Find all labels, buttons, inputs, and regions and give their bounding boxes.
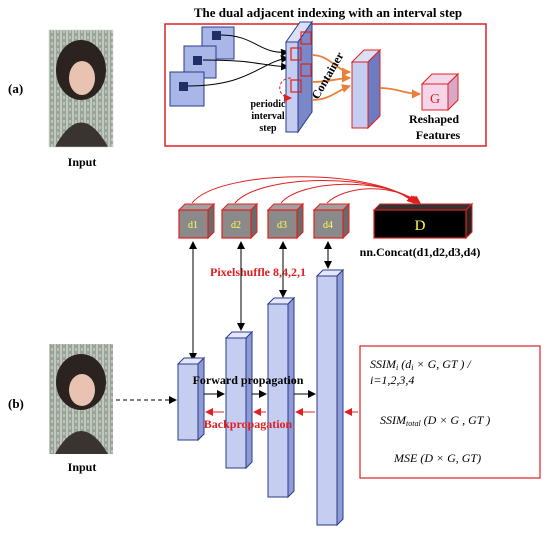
loss-line-2: i=1,2,3,4 (370, 373, 414, 387)
loss-line-1: SSIMi (di × G, GT ) / (370, 357, 472, 372)
column-4 (315, 268, 345, 527)
concat-d-box (372, 202, 474, 240)
d-label: D (415, 218, 426, 234)
feature-patches (169, 26, 235, 107)
cube-label-d1: d1 (188, 220, 198, 231)
forward-label: Forward propagation (193, 373, 304, 387)
reshaped-slab (350, 48, 382, 130)
cube-d1: d1 (177, 202, 216, 240)
cube-label-d2: d2 (231, 220, 241, 231)
cube-d2: d2 (220, 202, 259, 240)
cube-d3: d3 (266, 202, 305, 240)
periodic-label-3: step (259, 123, 277, 134)
cube-label-d4: d4 (323, 220, 333, 231)
orange-flows (311, 54, 351, 101)
to-g-arrow (379, 87, 421, 99)
reshaped-label-2: Features (416, 128, 461, 142)
reshaped-label-1: Reshaped (409, 112, 459, 126)
input-image-a (48, 29, 114, 148)
backprop-label: Backpropagation (204, 417, 293, 431)
cube-column-links (189, 241, 332, 361)
concat-arcs (191, 176, 421, 204)
periodic-label-1: periodic (251, 99, 287, 110)
index-boxes (290, 31, 312, 93)
input-label-b: Input (68, 460, 97, 474)
periodic-arc (279, 77, 292, 102)
loss-line-4: MSE (D × G, GT) (393, 451, 481, 465)
cube-label-d3: d3 (277, 220, 287, 231)
g-label: G (430, 92, 440, 107)
input-label-a: Input (68, 155, 97, 169)
patch-connectors (187, 34, 289, 87)
periodic-label-2: interval (251, 111, 285, 122)
container-slab (285, 20, 313, 134)
input-image-b (49, 344, 113, 454)
g-cube (420, 72, 460, 112)
column-2 (224, 330, 254, 470)
panel-a-label: (a) (8, 81, 23, 96)
column-3 (266, 296, 296, 499)
panel-a-frame (164, 23, 487, 147)
concat-label: nn.Concat(d1,d2,d3,d4) (360, 245, 481, 259)
panel-a-title: The dual adjacent indexing with an inter… (194, 5, 462, 20)
loss-line-3: SSIMtotal (D × G , GT ) (380, 413, 490, 428)
container-label: Container (308, 49, 346, 102)
loss-box (359, 345, 541, 479)
cube-d4: d4 (312, 202, 351, 240)
column-1 (176, 356, 206, 442)
pixelshuffle-label: Pixelshuffle 8,4,2,1 (210, 265, 306, 279)
panel-b-label: (b) (8, 396, 24, 411)
